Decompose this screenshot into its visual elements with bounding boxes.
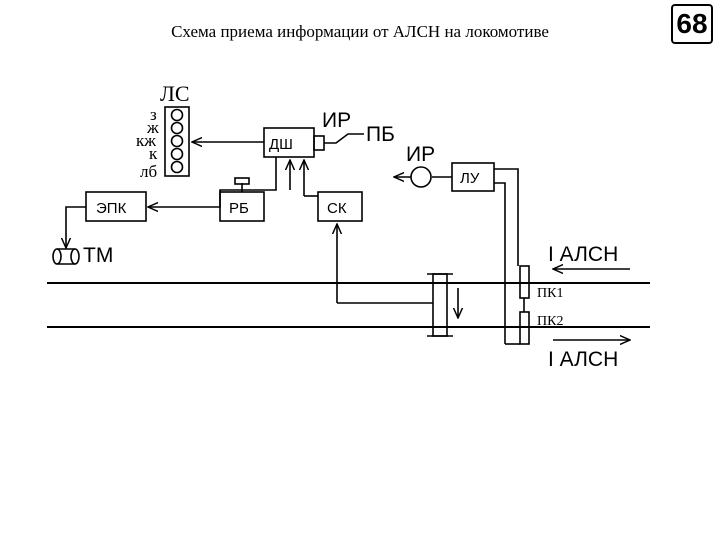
sk-block xyxy=(317,191,363,222)
ls-label: ЛС xyxy=(160,81,190,106)
ir-top-label: ИР xyxy=(322,109,351,132)
signal-letter-z: з xyxy=(150,105,157,124)
slide-number: 68 xyxy=(671,4,713,44)
signal-lamp-k xyxy=(170,147,184,161)
dsh-label: ДШ xyxy=(269,136,293,153)
rb-handle xyxy=(234,177,250,185)
signal-letter-zh: ж xyxy=(146,118,159,137)
pk1-label: ПК1 xyxy=(537,286,563,301)
slide-title: Схема приема информации от АЛСН на локом… xyxy=(171,22,549,41)
signal-letter-kzh: кж xyxy=(136,131,156,150)
signal-letter-lb: лб xyxy=(140,162,157,181)
ir-right-label: ИР xyxy=(406,143,435,166)
alsn-bottom-label: I АЛСН xyxy=(548,348,618,371)
pk2-label: ПК2 xyxy=(537,314,563,329)
signal-lamp-zh xyxy=(170,121,184,135)
signal-lamp-z xyxy=(170,108,184,122)
alsn-top-label: I АЛСН xyxy=(548,243,618,266)
tm-label: ТМ xyxy=(83,244,113,267)
ir-indicator xyxy=(410,166,432,188)
tm-cylinder xyxy=(57,248,75,265)
pb-label: ПБ xyxy=(366,123,395,146)
pb-contact xyxy=(313,135,325,151)
lu-label: ЛУ xyxy=(460,170,480,187)
signal-letter-k: к xyxy=(149,144,158,163)
sk-label: СК xyxy=(327,200,347,217)
signal-lamp-lb xyxy=(170,160,184,174)
signal-lamp-kzh xyxy=(170,134,184,148)
ls-signal-panel xyxy=(164,106,190,177)
epk-label: ЭПК xyxy=(96,200,127,217)
rb-label: РБ xyxy=(229,200,249,217)
